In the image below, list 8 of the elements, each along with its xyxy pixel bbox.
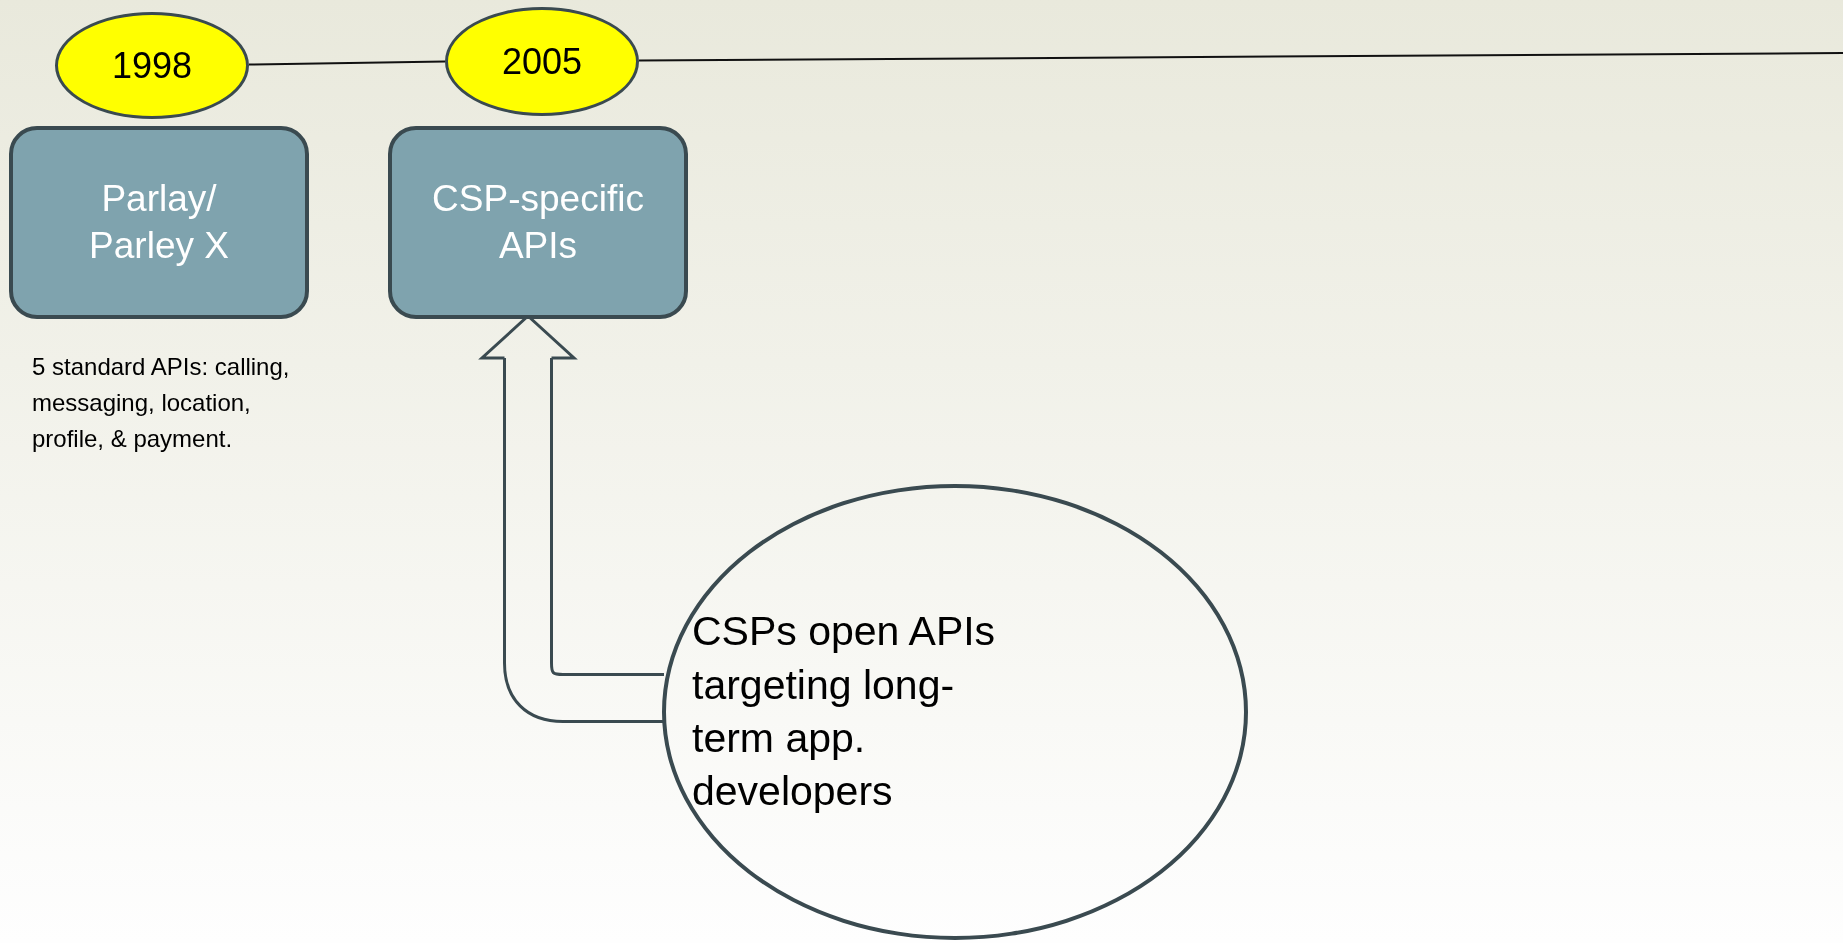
year-ellipse: 1998 bbox=[55, 12, 249, 119]
timeline-line bbox=[248, 60, 446, 66]
description-text: 5 standard APIs: calling, messaging, location, profile, & payment. bbox=[32, 352, 291, 454]
year-ellipse: 2005 bbox=[445, 7, 639, 116]
note-ellipse: CSPs open APIs targeting long-term app. developers bbox=[662, 484, 1248, 940]
api-box: Parlay/ Parley X bbox=[9, 126, 309, 319]
api-box: CSP-specific APIs bbox=[388, 126, 688, 319]
timeline-line bbox=[638, 52, 1843, 62]
